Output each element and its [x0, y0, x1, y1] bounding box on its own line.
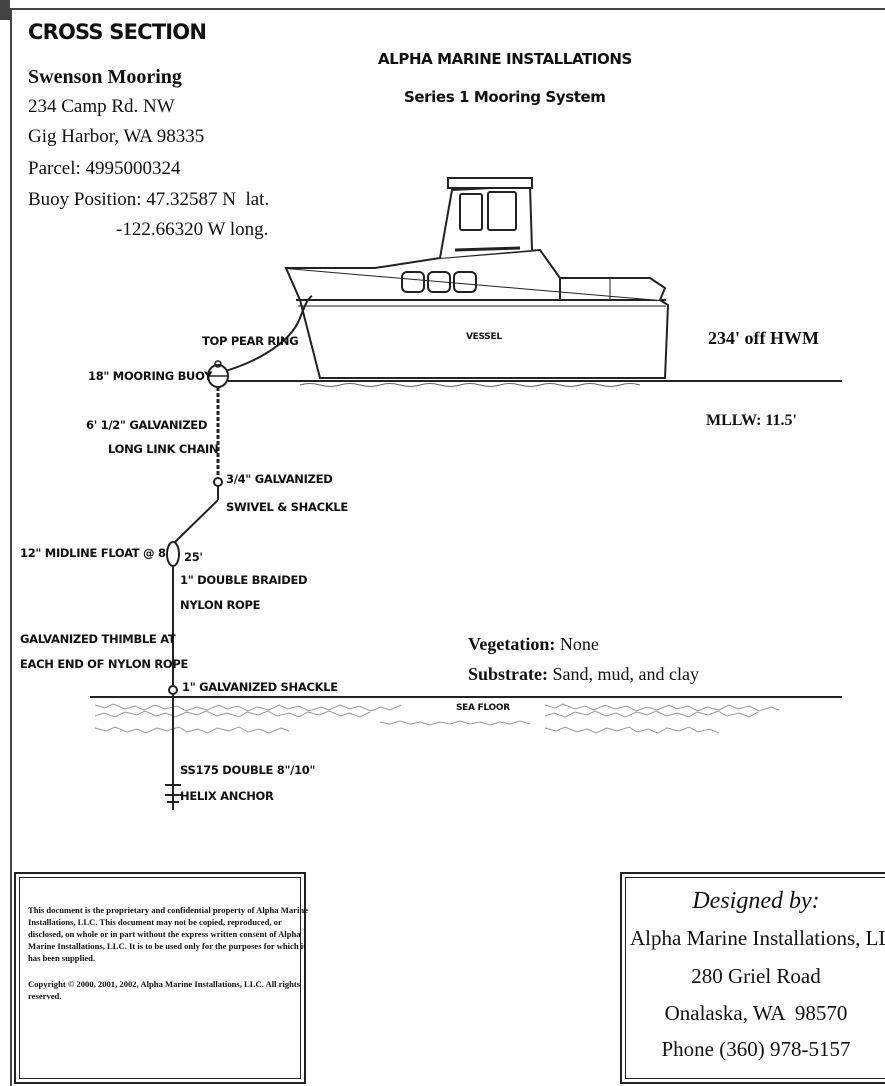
- site-city: Gig Harbor, WA 98335: [28, 126, 205, 147]
- swivel-shackle: [213, 477, 223, 487]
- mllw-depth: MLLW: 11.5': [706, 412, 797, 429]
- substrate-info: Substrate: Sand, mud, and clay: [468, 664, 699, 685]
- nylon-rope-upper: [174, 499, 219, 543]
- designer-box: Designed by: Alpha Marine Installations,…: [620, 872, 885, 1084]
- substrate-label: Substrate:: [468, 664, 548, 684]
- chain-label-line1: 6' 1/2" GALVANIZED: [86, 418, 208, 432]
- buoy-position-long: -122.66320 W long.: [116, 219, 269, 240]
- mooring-buoy-label: 18" MOORING BUOY: [88, 369, 213, 383]
- proprietary-notice: This document is the proprietary and con…: [28, 905, 308, 963]
- designer-address: 280 Griel Road: [691, 964, 821, 988]
- company-title: ALPHA MARINE INSTALLATIONS: [378, 50, 632, 68]
- anchor-label-line1: SS175 DOUBLE 8"/10": [180, 763, 316, 777]
- sediment-texture: [94, 703, 780, 734]
- sea-floor-label: SEA FLOOR: [456, 703, 510, 713]
- site-name: Swenson Mooring: [28, 66, 182, 88]
- designer-company: Alpha Marine Installations, LLC: [630, 926, 885, 950]
- bottom-shackle: [168, 685, 178, 695]
- thimble-label-line1: GALVANIZED THIMBLE AT: [20, 632, 176, 646]
- helix-anchor-plates: [165, 784, 181, 803]
- mooring-buoy: [207, 360, 229, 388]
- swivel-label-line1: 3/4" GALVANIZED: [226, 472, 333, 486]
- water-ripple: [299, 383, 641, 387]
- designer-phone: Phone (360) 978-5157: [661, 1037, 851, 1061]
- vegetation-label: Vegetation:: [468, 634, 556, 654]
- copyright-notice: Copyright © 2000, 2001, 2002, Alpha Mari…: [28, 979, 301, 1001]
- thimble-label-line2: EACH END OF NYLON ROPE: [20, 657, 189, 671]
- rope-label-line2: NYLON ROPE: [180, 598, 261, 612]
- drawing-frame: [10, 8, 885, 1086]
- system-title: Series 1 Mooring System: [404, 88, 606, 106]
- midline-float-label: 12" MIDLINE FLOAT @ 8': [20, 546, 169, 560]
- top-pear-ring-label: TOP PEAR RING: [202, 334, 299, 348]
- buoy-position-lat: Buoy Position: 47.32587 N lat.: [28, 189, 270, 210]
- distance-hwm: 234' off HWM: [708, 328, 819, 348]
- swivel-label-line2: SWIVEL & SHACKLE: [226, 500, 348, 514]
- vegetation-info: Vegetation: None: [468, 634, 599, 655]
- designed-by-heading: Designed by:: [692, 888, 820, 914]
- chain-label-line2: LONG LINK CHAIN: [108, 442, 219, 456]
- section-title: CROSS SECTION: [28, 20, 207, 44]
- shackle-label: 1" GALVANIZED SHACKLE: [182, 680, 338, 694]
- anchor-label-line2: HELIX ANCHOR: [180, 789, 274, 803]
- corner-mark: [0, 0, 10, 20]
- vegetation-value: None: [555, 634, 599, 654]
- rope-label-line1: 1" DOUBLE BRAIDED: [180, 573, 308, 587]
- vessel-label: VESSEL: [466, 332, 502, 342]
- site-parcel: Parcel: 4995000324: [28, 158, 181, 179]
- pendant-line: [217, 295, 313, 374]
- site-address: 234 Camp Rd. NW: [28, 96, 175, 117]
- proprietary-notice-box: This document is the proprietary and con…: [14, 872, 308, 1084]
- substrate-value: Sand, mud, and clay: [548, 664, 699, 684]
- vessel: [284, 177, 670, 379]
- rope-length-label: 25': [184, 550, 203, 564]
- designer-city: Onalaska, WA 98570: [664, 1001, 848, 1025]
